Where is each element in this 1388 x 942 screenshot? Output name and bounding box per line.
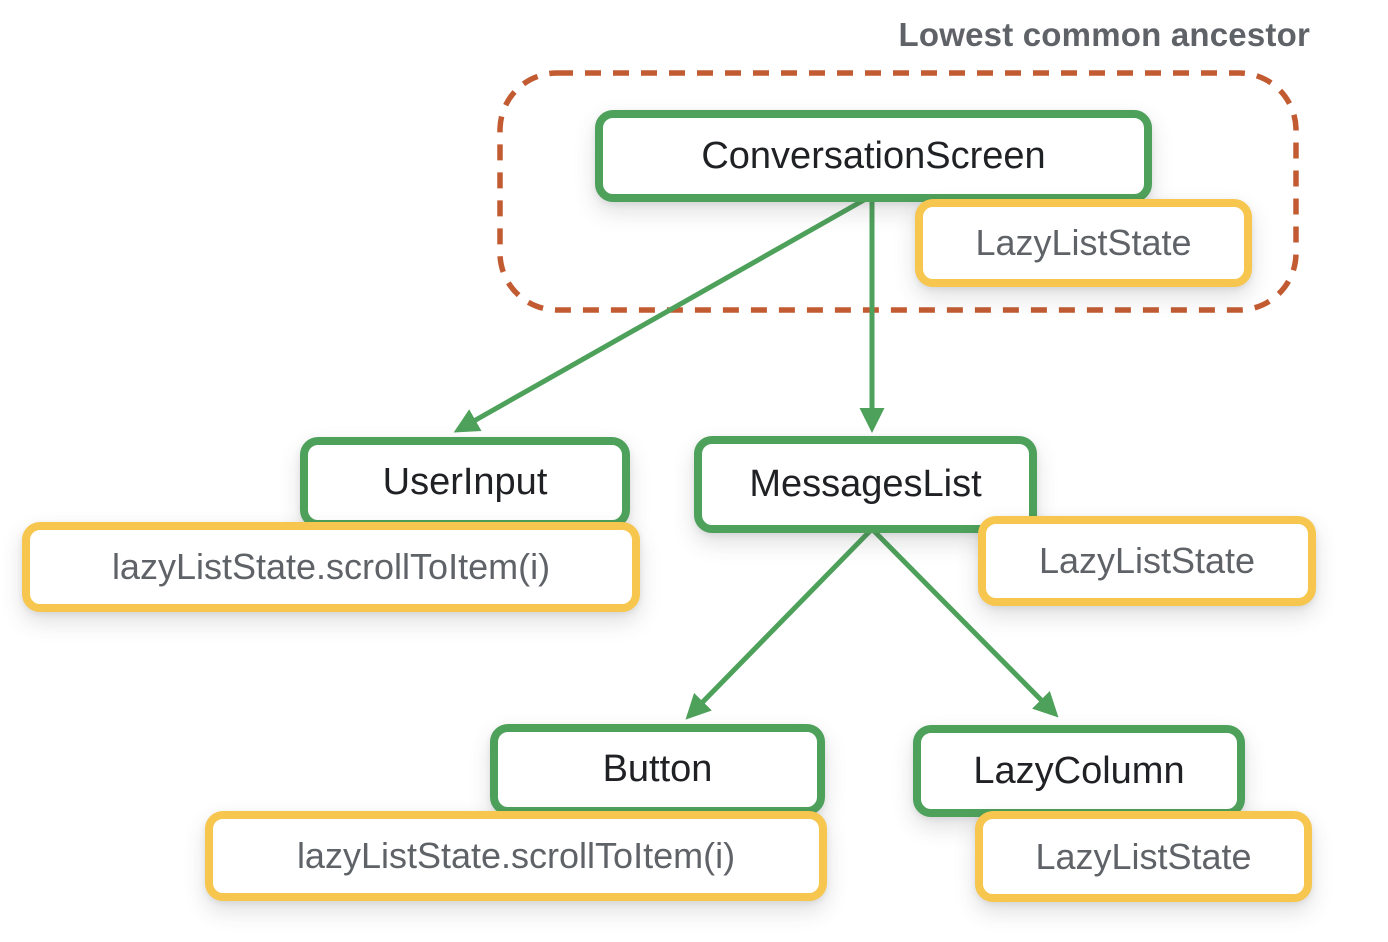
node-messageslist: MessagesList xyxy=(694,436,1037,533)
call-badge-button-label: lazyListState.scrollToItem(i) xyxy=(296,835,736,876)
node-conversationscreen: ConversationScreen xyxy=(595,110,1152,202)
call-badge-button: lazyListState.scrollToItem(i) xyxy=(205,811,827,901)
lowest-common-ancestor-outline xyxy=(497,70,1299,313)
state-badge-messageslist: LazyListState xyxy=(978,516,1316,606)
node-button: Button xyxy=(490,724,825,815)
edge-messageslist-button xyxy=(685,529,872,720)
state-badge-messageslist-label: LazyListState xyxy=(1038,540,1256,581)
edge-conversationscreen-userinput xyxy=(453,197,866,433)
node-conversationscreen-label: ConversationScreen xyxy=(701,134,1046,177)
node-userinput-label: UserInput xyxy=(382,461,548,503)
node-button-label: Button xyxy=(602,748,713,790)
state-badge-lazycolumn-label: LazyListState xyxy=(1035,835,1252,877)
node-userinput: UserInput xyxy=(300,437,630,528)
call-badge-userinput: lazyListState.scrollToItem(i) xyxy=(22,522,640,612)
state-badge-conversationscreen: LazyListState xyxy=(915,199,1252,287)
state-badge-lazycolumn: LazyListState xyxy=(975,811,1312,902)
node-lazycolumn: LazyColumn xyxy=(913,725,1245,817)
edge-messageslist-lazycolumn xyxy=(872,529,1059,718)
node-lazycolumn-label: LazyColumn xyxy=(973,749,1185,792)
node-messageslist-label: MessagesList xyxy=(749,463,982,505)
lowest-common-ancestor-label: Lowest common ancestor xyxy=(898,16,1310,53)
state-badge-conversationscreen-label: LazyListState xyxy=(975,222,1192,263)
call-badge-userinput-label: lazyListState.scrollToItem(i) xyxy=(111,546,551,587)
